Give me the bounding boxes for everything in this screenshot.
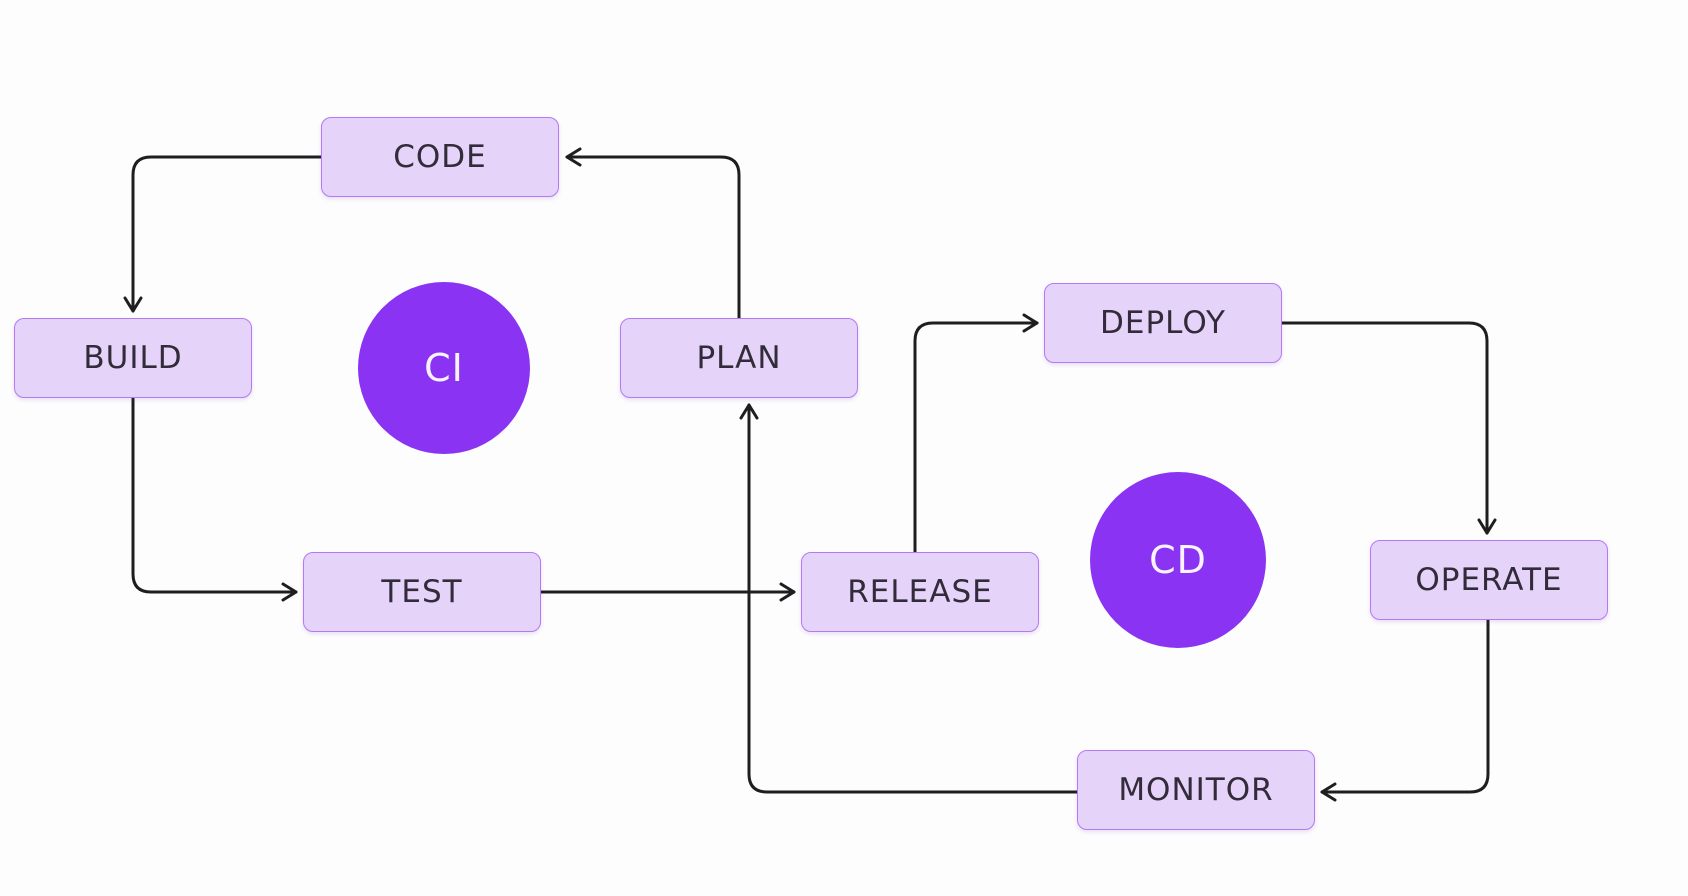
node-test: TEST xyxy=(303,552,541,632)
node-monitor-label: MONITOR xyxy=(1118,772,1274,808)
node-operate-label: OPERATE xyxy=(1415,562,1563,598)
edge-code-to-build-arrow xyxy=(123,155,323,313)
node-code: CODE xyxy=(321,117,559,197)
node-release: RELEASE xyxy=(801,552,1039,632)
node-release-label: RELEASE xyxy=(847,574,993,610)
node-operate: OPERATE xyxy=(1370,540,1608,620)
node-build: BUILD xyxy=(14,318,252,398)
ci-circle-badge: CI xyxy=(358,282,530,454)
cd-circle-badge: CD xyxy=(1090,472,1266,648)
edge-deploy-to-operate-arrow xyxy=(1280,321,1497,535)
node-test-label: TEST xyxy=(381,574,463,610)
node-plan: PLAN xyxy=(620,318,858,398)
ci-circle-label: CI xyxy=(424,346,464,390)
edge-plan-to-code-arrow xyxy=(565,147,741,320)
edge-operate-to-monitor-arrow xyxy=(1320,618,1490,802)
cd-circle-label: CD xyxy=(1149,538,1207,582)
node-monitor: MONITOR xyxy=(1077,750,1315,830)
edge-release-to-deploy-arrow xyxy=(913,313,1039,554)
edge-monitor-to-plan-arrow xyxy=(739,403,1079,794)
node-plan-label: PLAN xyxy=(696,340,782,376)
edge-build-to-test-arrow xyxy=(131,396,298,602)
node-deploy-label: DEPLOY xyxy=(1100,305,1226,341)
node-deploy: DEPLOY xyxy=(1044,283,1282,363)
node-build-label: BUILD xyxy=(83,340,183,376)
node-code-label: CODE xyxy=(393,139,487,175)
